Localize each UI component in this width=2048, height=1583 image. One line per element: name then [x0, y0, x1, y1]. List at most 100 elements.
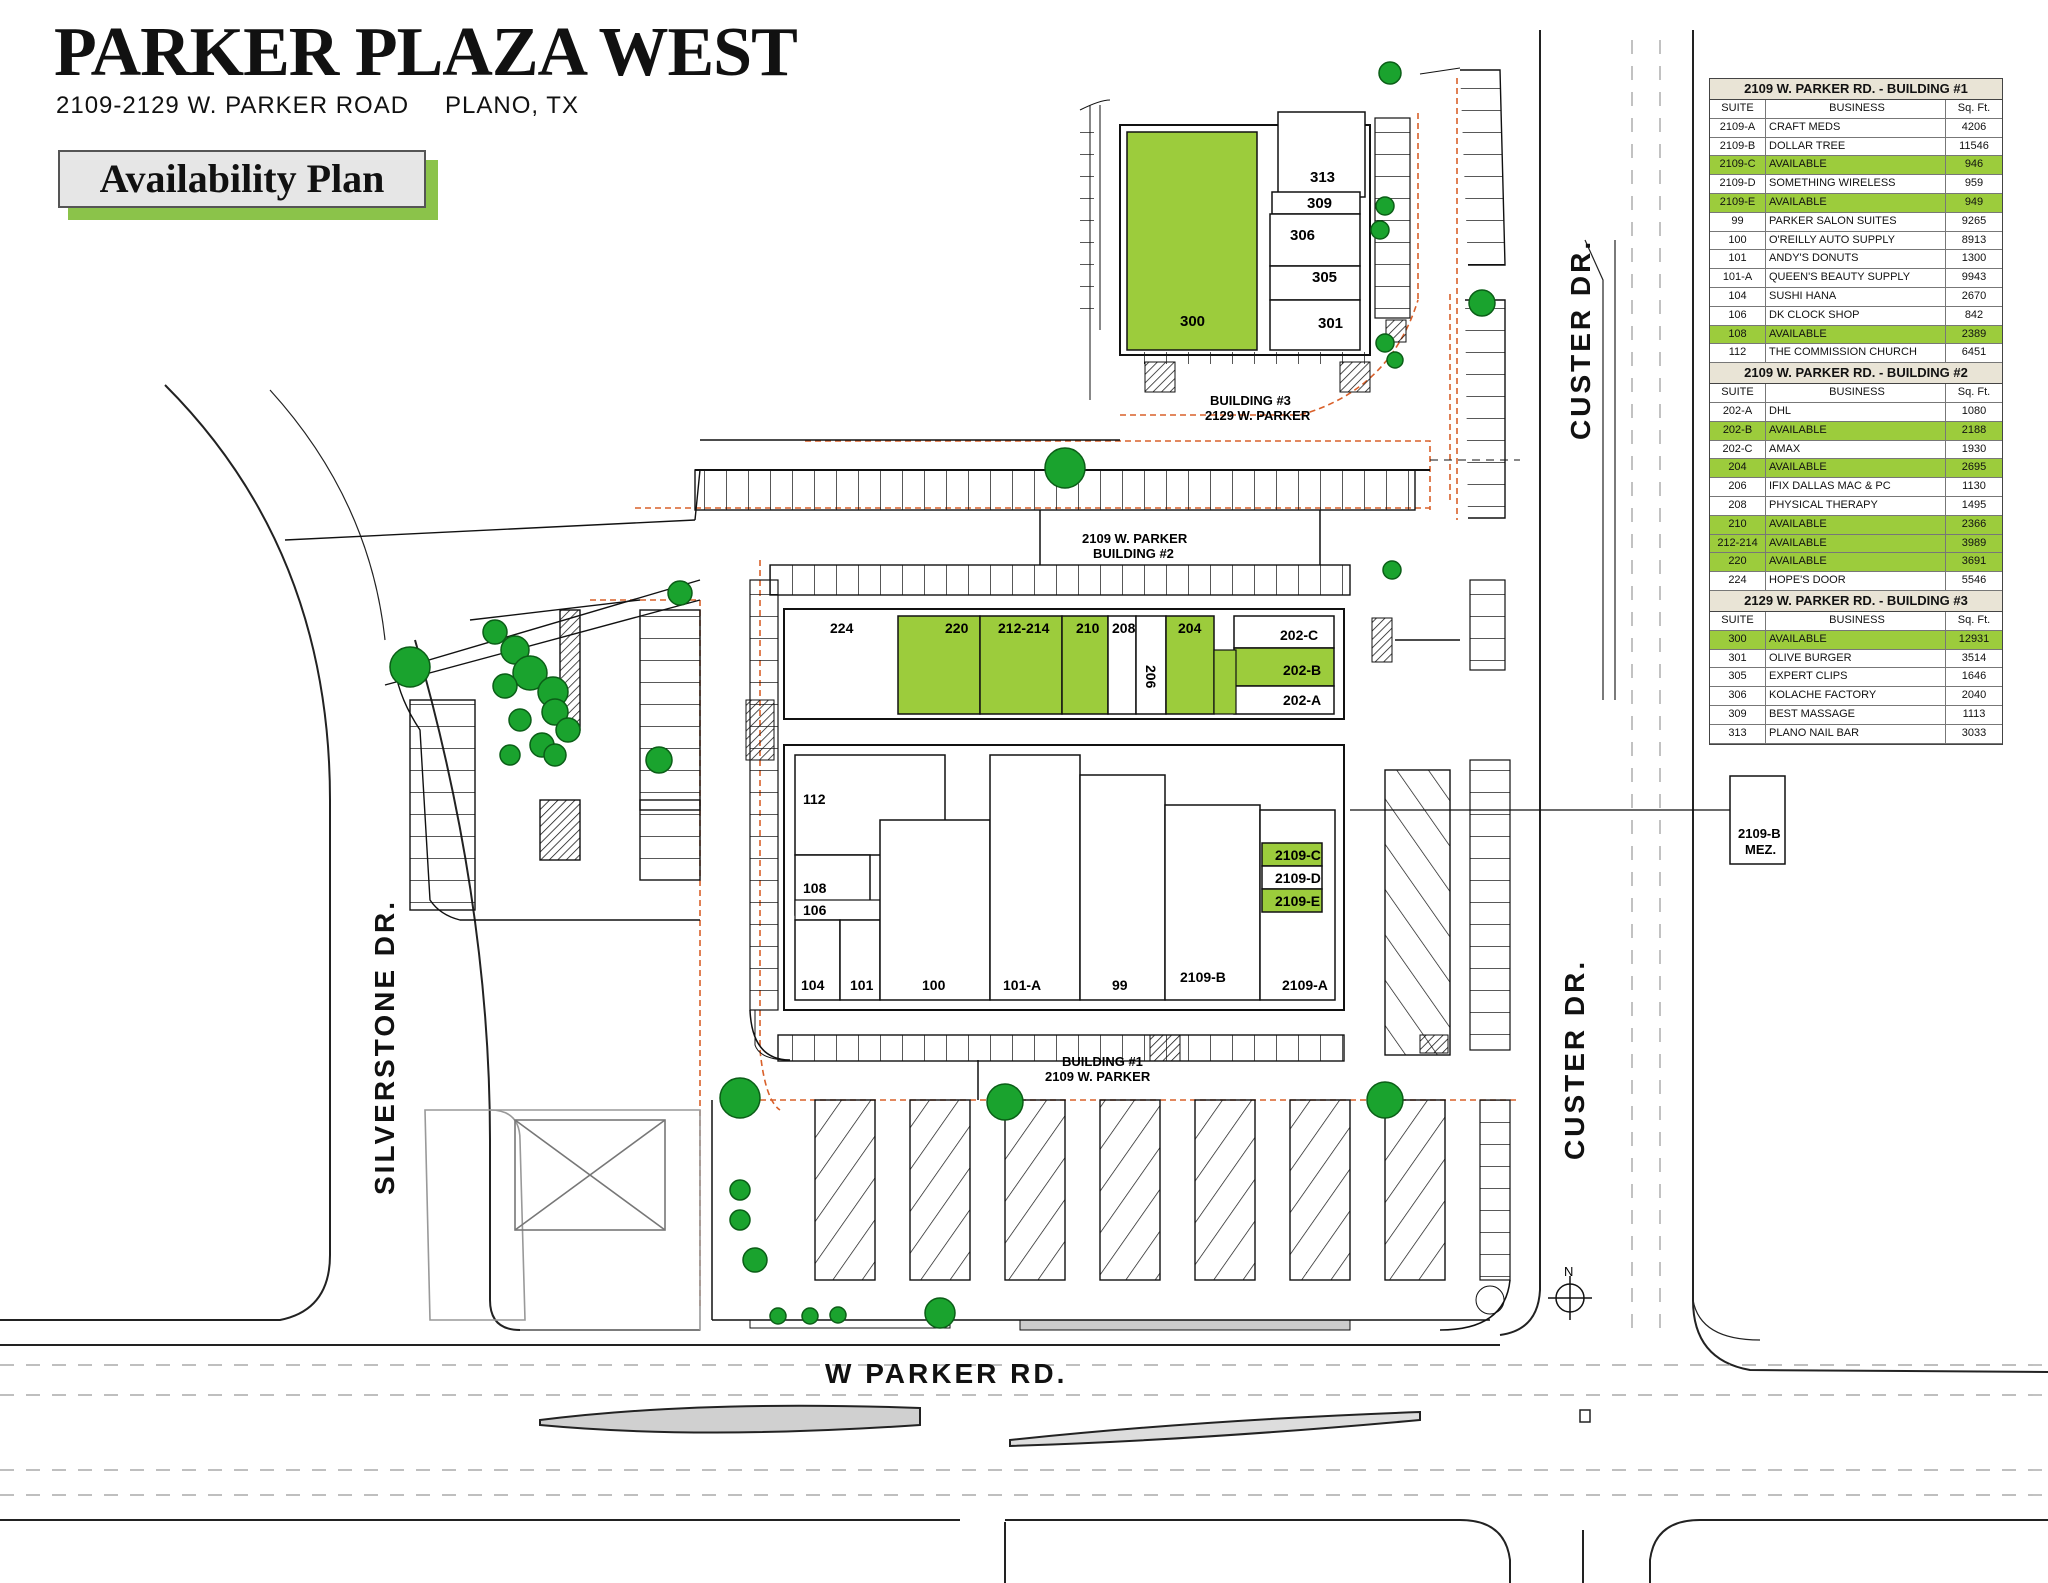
- legend-cell-sqft: 3691: [1961, 555, 1987, 568]
- mez-label-2: MEZ.: [1745, 842, 1776, 857]
- building-3-name: BUILDING #3: [1210, 393, 1291, 408]
- legend-cell-sqft: 2040: [1961, 689, 1987, 702]
- building-3: [1079, 99, 1411, 400]
- suite-210-available: [1061, 615, 1109, 715]
- suite-label: 99: [1112, 977, 1128, 993]
- suite-label: 210: [1076, 620, 1100, 636]
- legend-cell-sqft: 949: [1964, 195, 1984, 208]
- column-header-cell: SUITE: [1710, 100, 1766, 118]
- suite-label: 2109-B: [1180, 969, 1226, 985]
- north-arrow-icon: [1548, 1276, 1592, 1320]
- legend-cell-sqft: 3514: [1961, 651, 1987, 664]
- legend-cell-business: SUSHI HANA: [1766, 287, 1946, 306]
- legend-cell-sqft: 3989: [1961, 536, 1987, 549]
- legend-cell-suite: 2109-D: [1710, 175, 1766, 193]
- legend-cell-sqft: 2366: [1961, 517, 1987, 530]
- legend-cell-suite: 2109-C: [1710, 156, 1766, 175]
- legend-cell-business: QUEEN'S BEAUTY SUPPLY: [1766, 269, 1946, 287]
- suite-300-available: [1126, 131, 1258, 351]
- suite-label: 202-C: [1280, 627, 1318, 643]
- legend-cell-business: AMAX: [1766, 440, 1946, 459]
- legend-cell-sqft: 4206: [1961, 120, 1987, 133]
- suite-label: 204: [1178, 620, 1202, 636]
- mez-label-1: 2109-B: [1738, 826, 1781, 841]
- legend-cell-suite: 204: [1710, 459, 1766, 478]
- suite-label: 212-214: [998, 620, 1050, 636]
- suite-label: 208: [1112, 620, 1136, 636]
- legend-cell-suite: 305: [1710, 668, 1766, 687]
- legend-cell-suite: 306: [1710, 687, 1766, 705]
- legend-cell-sqft: 1113: [1962, 707, 1986, 720]
- suite-2109-e-available: [1261, 888, 1323, 913]
- legend-cell-business: O'REILLY AUTO SUPPLY: [1766, 231, 1946, 250]
- legend-cell-business: PHYSICAL THERAPY: [1766, 496, 1946, 515]
- legend-cell-suite: 212-214: [1710, 534, 1766, 553]
- west-side-parking: [745, 579, 791, 1061]
- parking-strip-north: [694, 459, 1520, 511]
- legend-cell-business: PARKER SALON SUITES: [1766, 212, 1946, 231]
- legend-cell-sqft: 1495: [1961, 498, 1987, 511]
- suite-label: 224: [830, 620, 854, 636]
- legend-cell-suite: 208: [1710, 496, 1766, 515]
- legend-cell-suite: 300: [1710, 630, 1766, 649]
- suite-label: 202-B: [1283, 662, 1321, 678]
- legend-cell-sqft: 946: [1964, 158, 1984, 171]
- suite-label: 202-A: [1283, 692, 1321, 708]
- suite-label: 101-A: [1003, 977, 1041, 993]
- legend-cell-suite: 101: [1710, 250, 1766, 269]
- legend-cell-business: IFIX DALLAS MAC & PC: [1766, 478, 1946, 496]
- legend-cell-business: CRAFT MEDS: [1766, 118, 1946, 137]
- legend-cell-suite: 301: [1710, 649, 1766, 668]
- legend-cell-business: DK CLOCK SHOP: [1766, 306, 1946, 325]
- legend-cell-business: DHL: [1766, 402, 1946, 421]
- legend-cell-sqft: 2670: [1961, 289, 1987, 302]
- trees: [389, 61, 1496, 1329]
- legend-cell-business: AVAILABLE: [1766, 421, 1946, 440]
- legend-cell-suite: 210: [1710, 515, 1766, 534]
- suite-label: 104: [801, 977, 825, 993]
- legend-cell-sqft: 6451: [1961, 346, 1987, 359]
- legend-cell-sqft: 12931: [1958, 632, 1990, 645]
- legend-cell-business: AVAILABLE: [1766, 325, 1946, 344]
- legend-cell-sqft: 3033: [1961, 726, 1987, 739]
- suite-220-available: [897, 615, 981, 715]
- building-1-address: 2109 W. PARKER: [1045, 1069, 1151, 1084]
- suite-label: 313: [1310, 169, 1335, 186]
- legend-cell-business: BEST MASSAGE: [1766, 705, 1946, 724]
- legend-cell-business: OLIVE BURGER: [1766, 649, 1946, 668]
- suite-label: 108: [803, 880, 827, 896]
- building-2: [769, 510, 1506, 720]
- legend-cell-business: SOMETHING WIRELESS: [1766, 175, 1946, 193]
- suite-label: 300: [1180, 313, 1205, 330]
- suite-label: 206: [1143, 665, 1159, 689]
- column-header-cell: BUSINESS: [1766, 384, 1946, 402]
- legend-cell-sqft: 1930: [1961, 442, 1987, 455]
- legend-cell-business: AVAILABLE: [1766, 515, 1946, 534]
- suite-label: 306: [1290, 227, 1315, 244]
- legend-cell-business: ANDY'S DONUTS: [1766, 250, 1946, 269]
- custer-parking-top: [1419, 67, 1506, 519]
- column-header-cell: SUITE: [1710, 384, 1766, 402]
- legend-cell-business: DOLLAR TREE: [1766, 137, 1946, 156]
- suite-label: 112: [803, 791, 826, 807]
- road-label-custer-upper: CUSTER DR.: [1565, 239, 1596, 440]
- availability-plan-badge: Availability Plan: [58, 150, 426, 208]
- legend-cell-suite: 108: [1710, 325, 1766, 344]
- legend-section-title: 2129 W. PARKER RD. - BUILDING #3: [1710, 590, 2002, 612]
- legend-cell-business: PLANO NAIL BAR: [1766, 724, 1946, 743]
- suite-label: 309: [1307, 195, 1332, 212]
- north-label: N: [1564, 1264, 1573, 1279]
